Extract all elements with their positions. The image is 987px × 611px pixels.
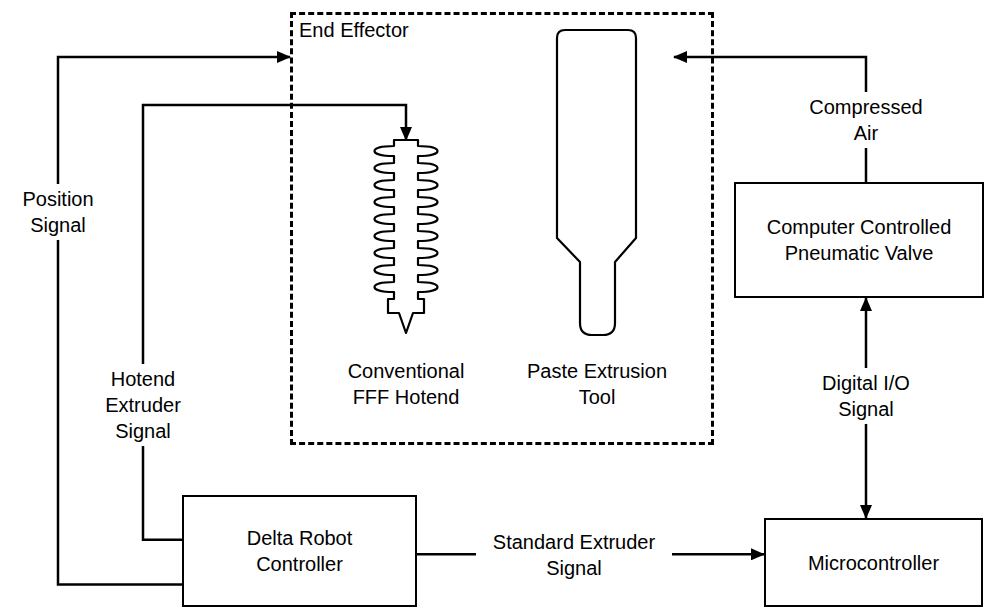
signal-connector: [143, 105, 406, 540]
signal-label: Standard Extruder Signal: [476, 527, 672, 583]
group-title: End Effector: [299, 17, 409, 43]
node-label: Paste Extrusion Tool: [523, 358, 671, 410]
paste-tool-illustration: [557, 30, 636, 335]
process-box: Microcontroller: [764, 518, 983, 607]
end-effector-boundary: End EffectorConventional FFF Hotend Paste…: [290, 12, 714, 445]
hotend-node: Conventional FFF Hotend: [326, 140, 486, 412]
signal-label: Hotend Extruder Signal: [90, 364, 196, 446]
signal-connector: [58, 57, 290, 585]
node-label: Microcontroller: [808, 550, 939, 576]
signal-label: Digital I/O Signal: [806, 368, 927, 424]
paste-tool-node: Paste Extrusion Tool: [520, 30, 674, 412]
process-box: Delta Robot Controller: [182, 495, 417, 607]
node-label: Conventional FFF Hotend: [329, 358, 483, 410]
signal-label: Position Signal: [5, 184, 111, 240]
signal-label: Compressed Air: [806, 92, 927, 148]
process-box: Computer Controlled Pneumatic Valve: [734, 182, 984, 298]
hotend-illustration: [375, 140, 438, 333]
node-label: Delta Robot Controller: [230, 525, 370, 577]
node-label: Computer Controlled Pneumatic Valve: [746, 214, 972, 266]
